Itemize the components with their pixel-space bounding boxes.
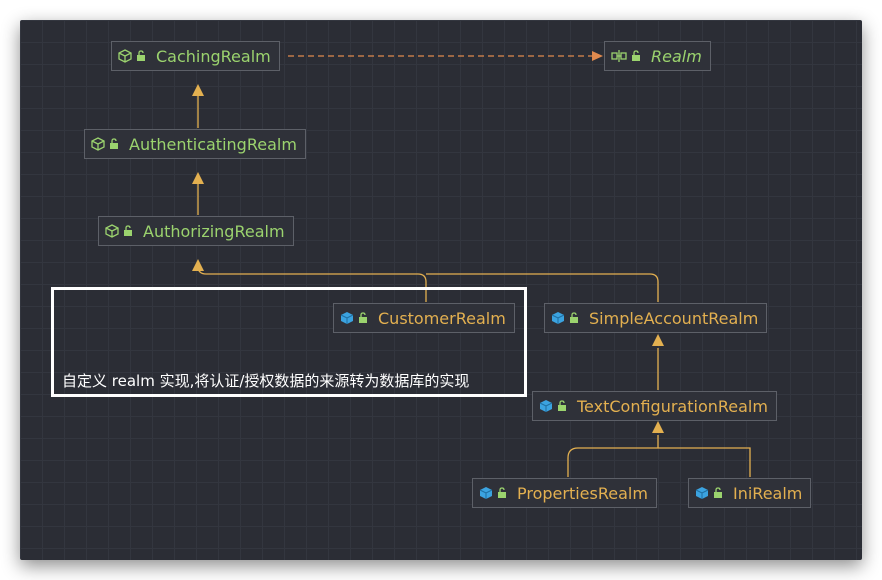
node-ini-realm[interactable]: IniRealm (688, 478, 812, 508)
node-label: CachingRealm (156, 46, 271, 66)
node-text-configuration-realm[interactable]: TextConfigurationRealm (532, 391, 777, 421)
node-realm[interactable]: Realm (604, 41, 711, 71)
unlocked-icon (123, 225, 133, 237)
node-label: Realm (651, 46, 702, 66)
unlocked-icon (569, 312, 579, 324)
node-label: AuthorizingRealm (143, 221, 285, 241)
interface-icon (611, 49, 627, 63)
unlocked-icon (713, 487, 723, 499)
diagram-canvas: CachingRealm Realm AuthenticatingRealm A… (20, 20, 862, 560)
abstract-class-icon (91, 137, 105, 151)
node-label: SimpleAccountRealm (589, 308, 759, 328)
node-properties-realm[interactable]: PropertiesRealm (472, 478, 657, 508)
diagram-edges (192, 51, 751, 477)
node-authenticating-realm[interactable]: AuthenticatingRealm (84, 129, 306, 159)
node-authorizing-realm[interactable]: AuthorizingRealm (98, 216, 294, 246)
node-caching-realm[interactable]: CachingRealm (111, 41, 280, 71)
node-simple-account-realm[interactable]: SimpleAccountRealm (544, 303, 768, 333)
arrowhead-realm (592, 51, 603, 61)
unlocked-icon (109, 138, 119, 150)
arrowhead-authorizing (192, 259, 204, 271)
class-icon (551, 311, 565, 325)
unlocked-icon (358, 312, 368, 324)
class-icon (539, 399, 553, 413)
abstract-class-icon (105, 224, 119, 238)
arrowhead-textconfig (652, 421, 664, 433)
node-customer-realm[interactable]: CustomerRealm (333, 303, 515, 333)
arrowhead-authenticating (192, 172, 204, 184)
class-icon (695, 486, 709, 500)
arrowhead-simpleaccount (652, 334, 664, 346)
edge-simpleaccount-to-authorizing (426, 273, 659, 302)
node-label: AuthenticatingRealm (129, 134, 297, 154)
class-icon (479, 486, 493, 500)
abstract-class-icon (118, 49, 132, 63)
class-icon (340, 311, 354, 325)
annotation-text: 自定义 realm 实现,将认证/授权数据的来源转为数据库的实现 (62, 372, 470, 390)
node-label: CustomerRealm (378, 308, 506, 328)
annotation-box: 自定义 realm 实现,将认证/授权数据的来源转为数据库的实现 (51, 287, 527, 397)
unlocked-icon (497, 487, 507, 499)
node-label: IniRealm (733, 483, 803, 503)
unlocked-icon (136, 50, 146, 62)
arrowhead-caching (192, 84, 204, 96)
node-label: TextConfigurationRealm (577, 396, 768, 416)
node-label: PropertiesRealm (517, 483, 648, 503)
edge-properties-to-textconfig (567, 447, 751, 477)
unlocked-icon (557, 400, 567, 412)
unlocked-icon (631, 50, 641, 62)
